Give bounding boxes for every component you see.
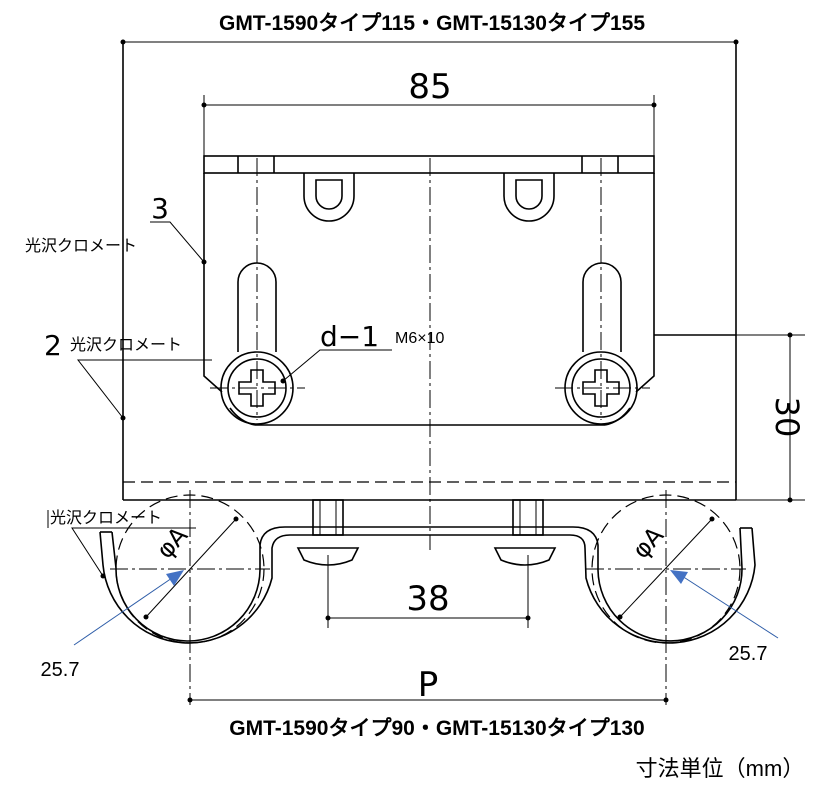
- top-caption: GMT-1590タイプ115・GMT-15130タイプ155: [219, 12, 645, 35]
- bracket-part3: [203, 155, 736, 550]
- callout-part3: [150, 221, 207, 265]
- unit-note: 寸法単位（mm）: [636, 756, 805, 781]
- dimension-p-label: P: [418, 665, 439, 705]
- phi-a-right-label: φA: [627, 521, 670, 564]
- bend-left-value: 25.7: [41, 659, 80, 681]
- bottom-caption: GMT-1590タイプ90・GMT-15130タイプ130: [229, 717, 645, 740]
- callout-part1: [47, 510, 196, 579]
- callout-part3-finish: 光沢クロメート: [25, 237, 137, 255]
- callout-part2-number: 2: [44, 329, 62, 362]
- bend-right-value: 25.7: [729, 643, 768, 665]
- callout-screw: [280, 349, 392, 384]
- callout-part2: [76, 359, 212, 421]
- dimension-p: [187, 697, 669, 703]
- bend-arrow-left: [73, 570, 184, 646]
- bend-arrow-right: [670, 570, 779, 639]
- callout-screw-spec: M6×10: [395, 330, 444, 347]
- dimension-38-label: 38: [406, 579, 449, 619]
- dimension-38: [325, 555, 531, 628]
- callout-part1-finish: 光沢クロメート: [50, 509, 162, 527]
- callout-part2-finish: 光沢クロメート: [70, 336, 182, 354]
- screw-left: [210, 351, 305, 425]
- phi-a-left-label: φA: [151, 521, 194, 564]
- screw-right: [555, 351, 650, 425]
- dimension-30-label: 30: [768, 397, 806, 438]
- dimension-30: [736, 332, 805, 503]
- callout-screw-label: d−1: [320, 320, 379, 353]
- clamp-part1: [99, 490, 756, 705]
- dimension-85-label: 85: [408, 67, 451, 107]
- dimension-85: [201, 95, 657, 160]
- callout-part3-number: 3: [151, 192, 169, 225]
